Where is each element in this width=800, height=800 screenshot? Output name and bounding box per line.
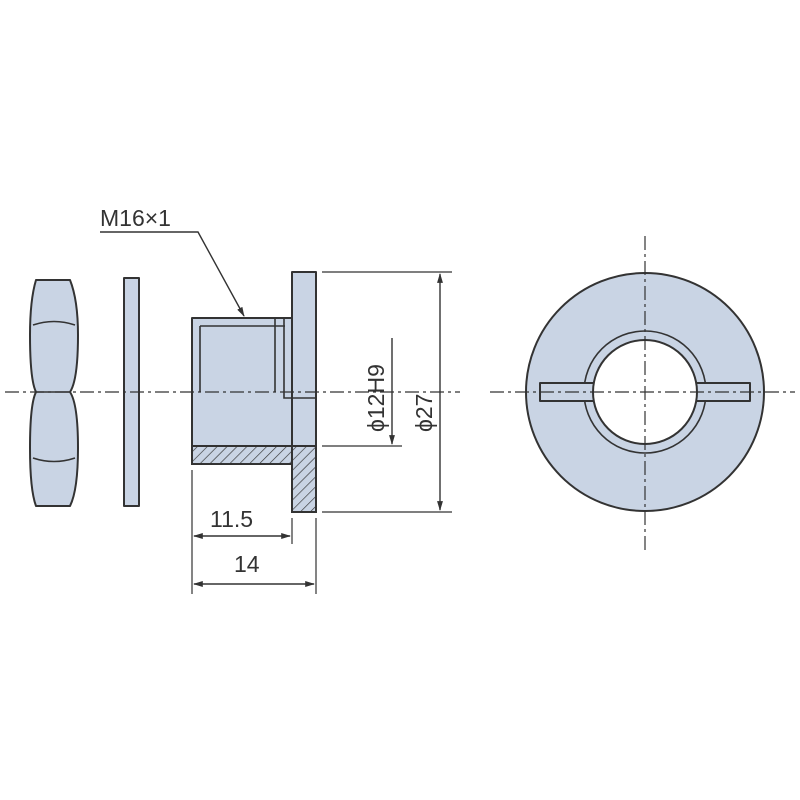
flange-diameter-label: ϕ27: [411, 394, 437, 432]
overall-length-label: 14: [234, 551, 260, 577]
bushing-shank: [191, 317, 293, 465]
hex-nut-body: [29, 279, 79, 507]
hex-nut-lower-facet: [32, 457, 76, 463]
bore-step: [283, 318, 316, 399]
hex-nut: [29, 279, 79, 507]
thread-label: M16×1: [100, 205, 171, 231]
bore-diameter-label: ϕ12H9: [363, 364, 389, 432]
section-hatch-flange: [291, 445, 317, 513]
bushing-front-view: [490, 236, 795, 550]
shoulder-length-label: 11.5: [210, 506, 253, 532]
hex-nut-upper-facet: [32, 320, 76, 326]
thread-leader: [100, 231, 245, 317]
